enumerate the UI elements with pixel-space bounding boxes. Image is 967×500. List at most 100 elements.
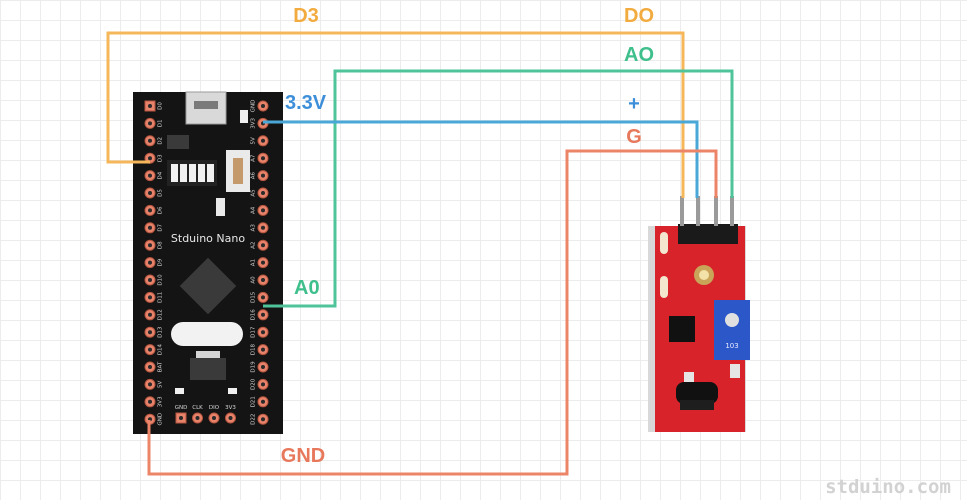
pin-label-left-5v: 5V [158, 381, 164, 388]
wire-d3 [106, 31, 685, 198]
pin-left-d1-hole [148, 121, 152, 126]
sensor-element [676, 382, 718, 404]
pin-label-left-d2: D2 [158, 137, 164, 145]
smd-part [228, 388, 237, 394]
pin-label-left-d13: D13 [158, 326, 164, 338]
pin-right-a1-hole [261, 260, 265, 265]
pin-label-right-d17: D17 [251, 326, 257, 338]
pin-label-left-d1: D1 [158, 120, 164, 128]
pin-left-bat-hole [148, 365, 152, 369]
pin-label-left-d14: D14 [158, 343, 164, 355]
swd-label-dio: DIO [209, 405, 220, 411]
pin-left-d2-hole [148, 138, 152, 143]
module-pin-g-plus [696, 196, 700, 226]
comparator-chip [669, 316, 695, 342]
swd-label-clk: CLK [192, 405, 203, 411]
regulator-tab [196, 351, 220, 358]
pin-right-d19-hole [261, 365, 265, 369]
wire-gnd [147, 149, 718, 476]
pin-right-a5-hole [261, 191, 265, 195]
pin-right-gnd-hole [261, 104, 265, 108]
pin-label-right-a4: A4 [251, 206, 257, 214]
label-d3: D3 [293, 5, 319, 27]
pin-left-d0-hole [148, 104, 152, 108]
pin-label-right-a6: A6 [251, 171, 257, 179]
pin-right-d20-hole [261, 382, 265, 387]
pin-label-left-d8: D8 [158, 241, 164, 249]
smd-part [684, 372, 694, 390]
pin-right-a6-hole [261, 173, 265, 178]
small-component [216, 198, 225, 216]
pin-label-left-d7: D7 [158, 223, 164, 231]
pin-label-right-a1: A1 [251, 259, 257, 266]
pin-label-right-5v: 5V [251, 137, 257, 144]
pin-label-left-d9: D9 [158, 258, 164, 266]
swd-label-3v3: 3V3 [225, 405, 236, 411]
led [240, 110, 248, 123]
pin-right-d22-hole [261, 417, 265, 422]
pin-right-5v-hole [261, 138, 265, 143]
module-led-lens [699, 270, 709, 280]
pin-right-d15-hole [261, 295, 265, 300]
watermark: stduino.com [825, 476, 951, 498]
pin-label-right-a0: A0 [251, 276, 257, 284]
swd-pin-dio-hole [212, 416, 216, 420]
resistor-array [167, 160, 217, 186]
pin-label-right-a2: A2 [251, 242, 257, 249]
pin-left-d3-hole [148, 156, 152, 161]
pin-right-a7-hole [261, 156, 265, 161]
smd-part [730, 364, 740, 378]
label-g: G [626, 126, 642, 148]
pin-left-5v-hole [148, 382, 152, 387]
pin-left-d10-hole [148, 278, 152, 282]
wire-3v3 [263, 120, 699, 198]
pin-label-right-d16: D16 [251, 309, 257, 321]
module-pin-ao [730, 196, 734, 226]
pin-right-a0-hole [261, 278, 265, 282]
pin-label-left-d10: D10 [158, 274, 164, 286]
pin-label-right-d21: D21 [251, 396, 257, 407]
potentiometer [714, 300, 750, 360]
label-gnd: GND [281, 445, 325, 467]
pin-label-left-3v3: 3V3 [158, 396, 164, 407]
pin-right-d17-hole [261, 330, 265, 335]
pin-right-d16-hole [261, 312, 265, 317]
pin-label-left-d5: D5 [158, 189, 164, 197]
crystal [171, 322, 243, 346]
usb-port [194, 101, 218, 109]
pin-label-right-a7: A7 [251, 154, 257, 162]
board-name: Stduino Nano [171, 232, 245, 245]
label-3v3: 3.3V [285, 92, 327, 114]
pin-label-right-a5: A5 [251, 189, 257, 197]
pin-right-a2-hole [261, 243, 265, 248]
lower-regulator [190, 358, 226, 380]
wires [106, 31, 734, 476]
pin-label-right-d15: D15 [251, 291, 257, 303]
mount-hole [660, 276, 668, 298]
label-plus: + [628, 93, 640, 115]
module-pin-do [680, 196, 684, 226]
label-a0: A0 [294, 277, 320, 299]
pin-label-left-d12: D12 [158, 309, 164, 320]
potentiometer-screw [725, 313, 739, 327]
smd-part [175, 388, 184, 394]
pin-label-right-gnd: GND [251, 100, 257, 113]
pin-label-right-d22: D22 [251, 414, 257, 425]
module-pin-header [678, 224, 738, 244]
swd-pin-clk-hole [195, 416, 200, 420]
module-pin-g [714, 196, 718, 226]
pin-label-right-a3: A3 [251, 224, 257, 232]
pin-left-d9-hole [148, 260, 152, 265]
regulator-chip [167, 135, 189, 149]
pin-label-left-d0: D0 [158, 102, 164, 110]
pin-label-left-d11: D11 [158, 292, 164, 303]
label-do: DO [624, 5, 654, 27]
pin-left-d12-hole [148, 312, 152, 317]
stduino-nano-board: Stduino Nano D0D1D2D3D4D5D6D7D8D9D10D11D… [133, 91, 283, 434]
reset-button-cap [233, 158, 243, 184]
pin-left-d5-hole [148, 191, 152, 195]
pin-label-right-d19: D19 [251, 361, 257, 373]
pin-left-d8-hole [148, 243, 152, 248]
pin-label-right-d18: D18 [251, 343, 257, 355]
